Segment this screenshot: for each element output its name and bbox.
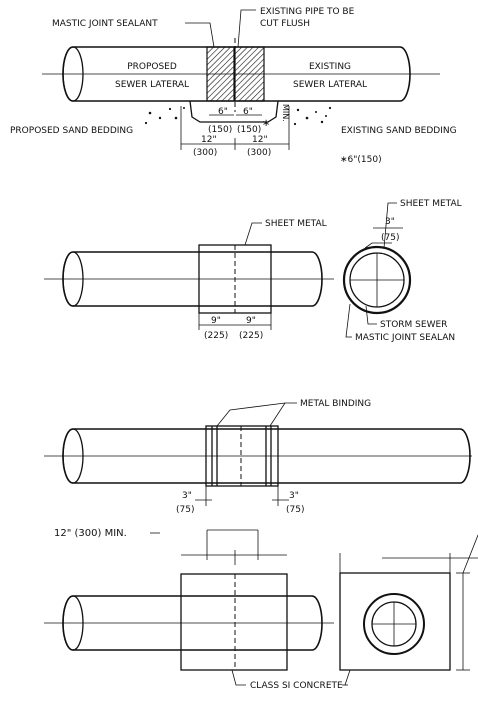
proposed-sand-bedding-label: PROPOSED SAND BEDDING	[10, 126, 133, 136]
existing-label: EXISTING	[309, 62, 351, 72]
dim-3-left: 3"	[182, 491, 192, 501]
min-label: MIN.	[281, 104, 290, 122]
proposed-sewer-lateral-label: SEWER LATERAL	[115, 80, 189, 90]
binding-sleeve	[205, 425, 279, 487]
dim-9-left: 9"	[211, 316, 221, 326]
metal-binding-label: METAL BINDING	[300, 399, 371, 409]
sheet-metal-label: SHEET METAL	[265, 219, 327, 229]
storm-sewer-label: STORM SEWER	[380, 320, 447, 330]
dim-150-left: (150)	[208, 125, 232, 135]
coupling-hatch-left	[206, 46, 235, 102]
dim-150-right: (150)	[237, 125, 261, 135]
mastic-joint-sealant-label: MASTIC JOINT SEALANT	[52, 19, 158, 29]
proposed-label: PROPOSED	[127, 62, 177, 72]
min-12-300-label: 12" (300) MIN.	[54, 528, 127, 539]
section-outer-circle	[342, 245, 412, 315]
footnote-6-150: ∗6"(150)	[340, 155, 382, 165]
concrete-block-section	[339, 572, 451, 671]
existing-pipe-label-line1: EXISTING PIPE TO BE	[260, 7, 355, 17]
dim-300-left: (300)	[193, 148, 217, 158]
dim-225-right: (225)	[239, 331, 263, 341]
existing-pipe-label-line2: CUT FLUSH	[260, 19, 310, 29]
dim-75-left: (75)	[176, 505, 194, 515]
class-si-concrete-label: CLASS SI CONCRETE	[250, 681, 343, 691]
existing-sewer-lateral-label: SEWER LATERAL	[293, 80, 367, 90]
detail-4-concrete-encasement: 12" (300) MIN. CLASS SI CONCRETE	[44, 528, 478, 691]
mastic-sealant-label: MASTIC JOINT SEALAN	[355, 333, 455, 343]
dim-75-section: (75)	[381, 233, 399, 243]
dim-9-right: 9"	[246, 316, 256, 326]
dim-3-section: 3"	[385, 217, 395, 227]
existing-sand-bedding-label: EXISTING SAND BEDDING	[341, 126, 457, 136]
coupling-hatch-right	[234, 46, 265, 102]
dim-3-right: 3"	[289, 491, 299, 501]
dim-300-right: (300)	[247, 148, 271, 158]
dim-12-right: 12"	[252, 135, 268, 145]
dim-6-left: 6"	[218, 107, 228, 117]
dim-12-left: 12"	[201, 135, 217, 145]
dim-225-left: (225)	[204, 331, 228, 341]
dim-6-right: 6"	[243, 107, 253, 117]
mastic-leader	[185, 22, 215, 48]
detail-3-metal-binding: METAL BINDING 3" (75) 3" (75)	[44, 399, 472, 515]
section-sheet-metal-label: SHEET METAL	[400, 199, 462, 209]
detail-2-sheet-metal: SHEET METAL 9" (225) 9" (225) SHEET META…	[44, 199, 462, 343]
concrete-section-outer	[363, 593, 425, 655]
existing-pipe-leader	[237, 9, 256, 48]
sand-bedding-dots	[144, 106, 332, 126]
dim-75-right: (75)	[286, 505, 304, 515]
asterisk-marker: ∗	[262, 118, 270, 129]
detail-1-pipe-joint: PROPOSED SEWER LATERAL EXISTING SEWER LA…	[10, 7, 457, 165]
trench-outline	[189, 100, 279, 123]
